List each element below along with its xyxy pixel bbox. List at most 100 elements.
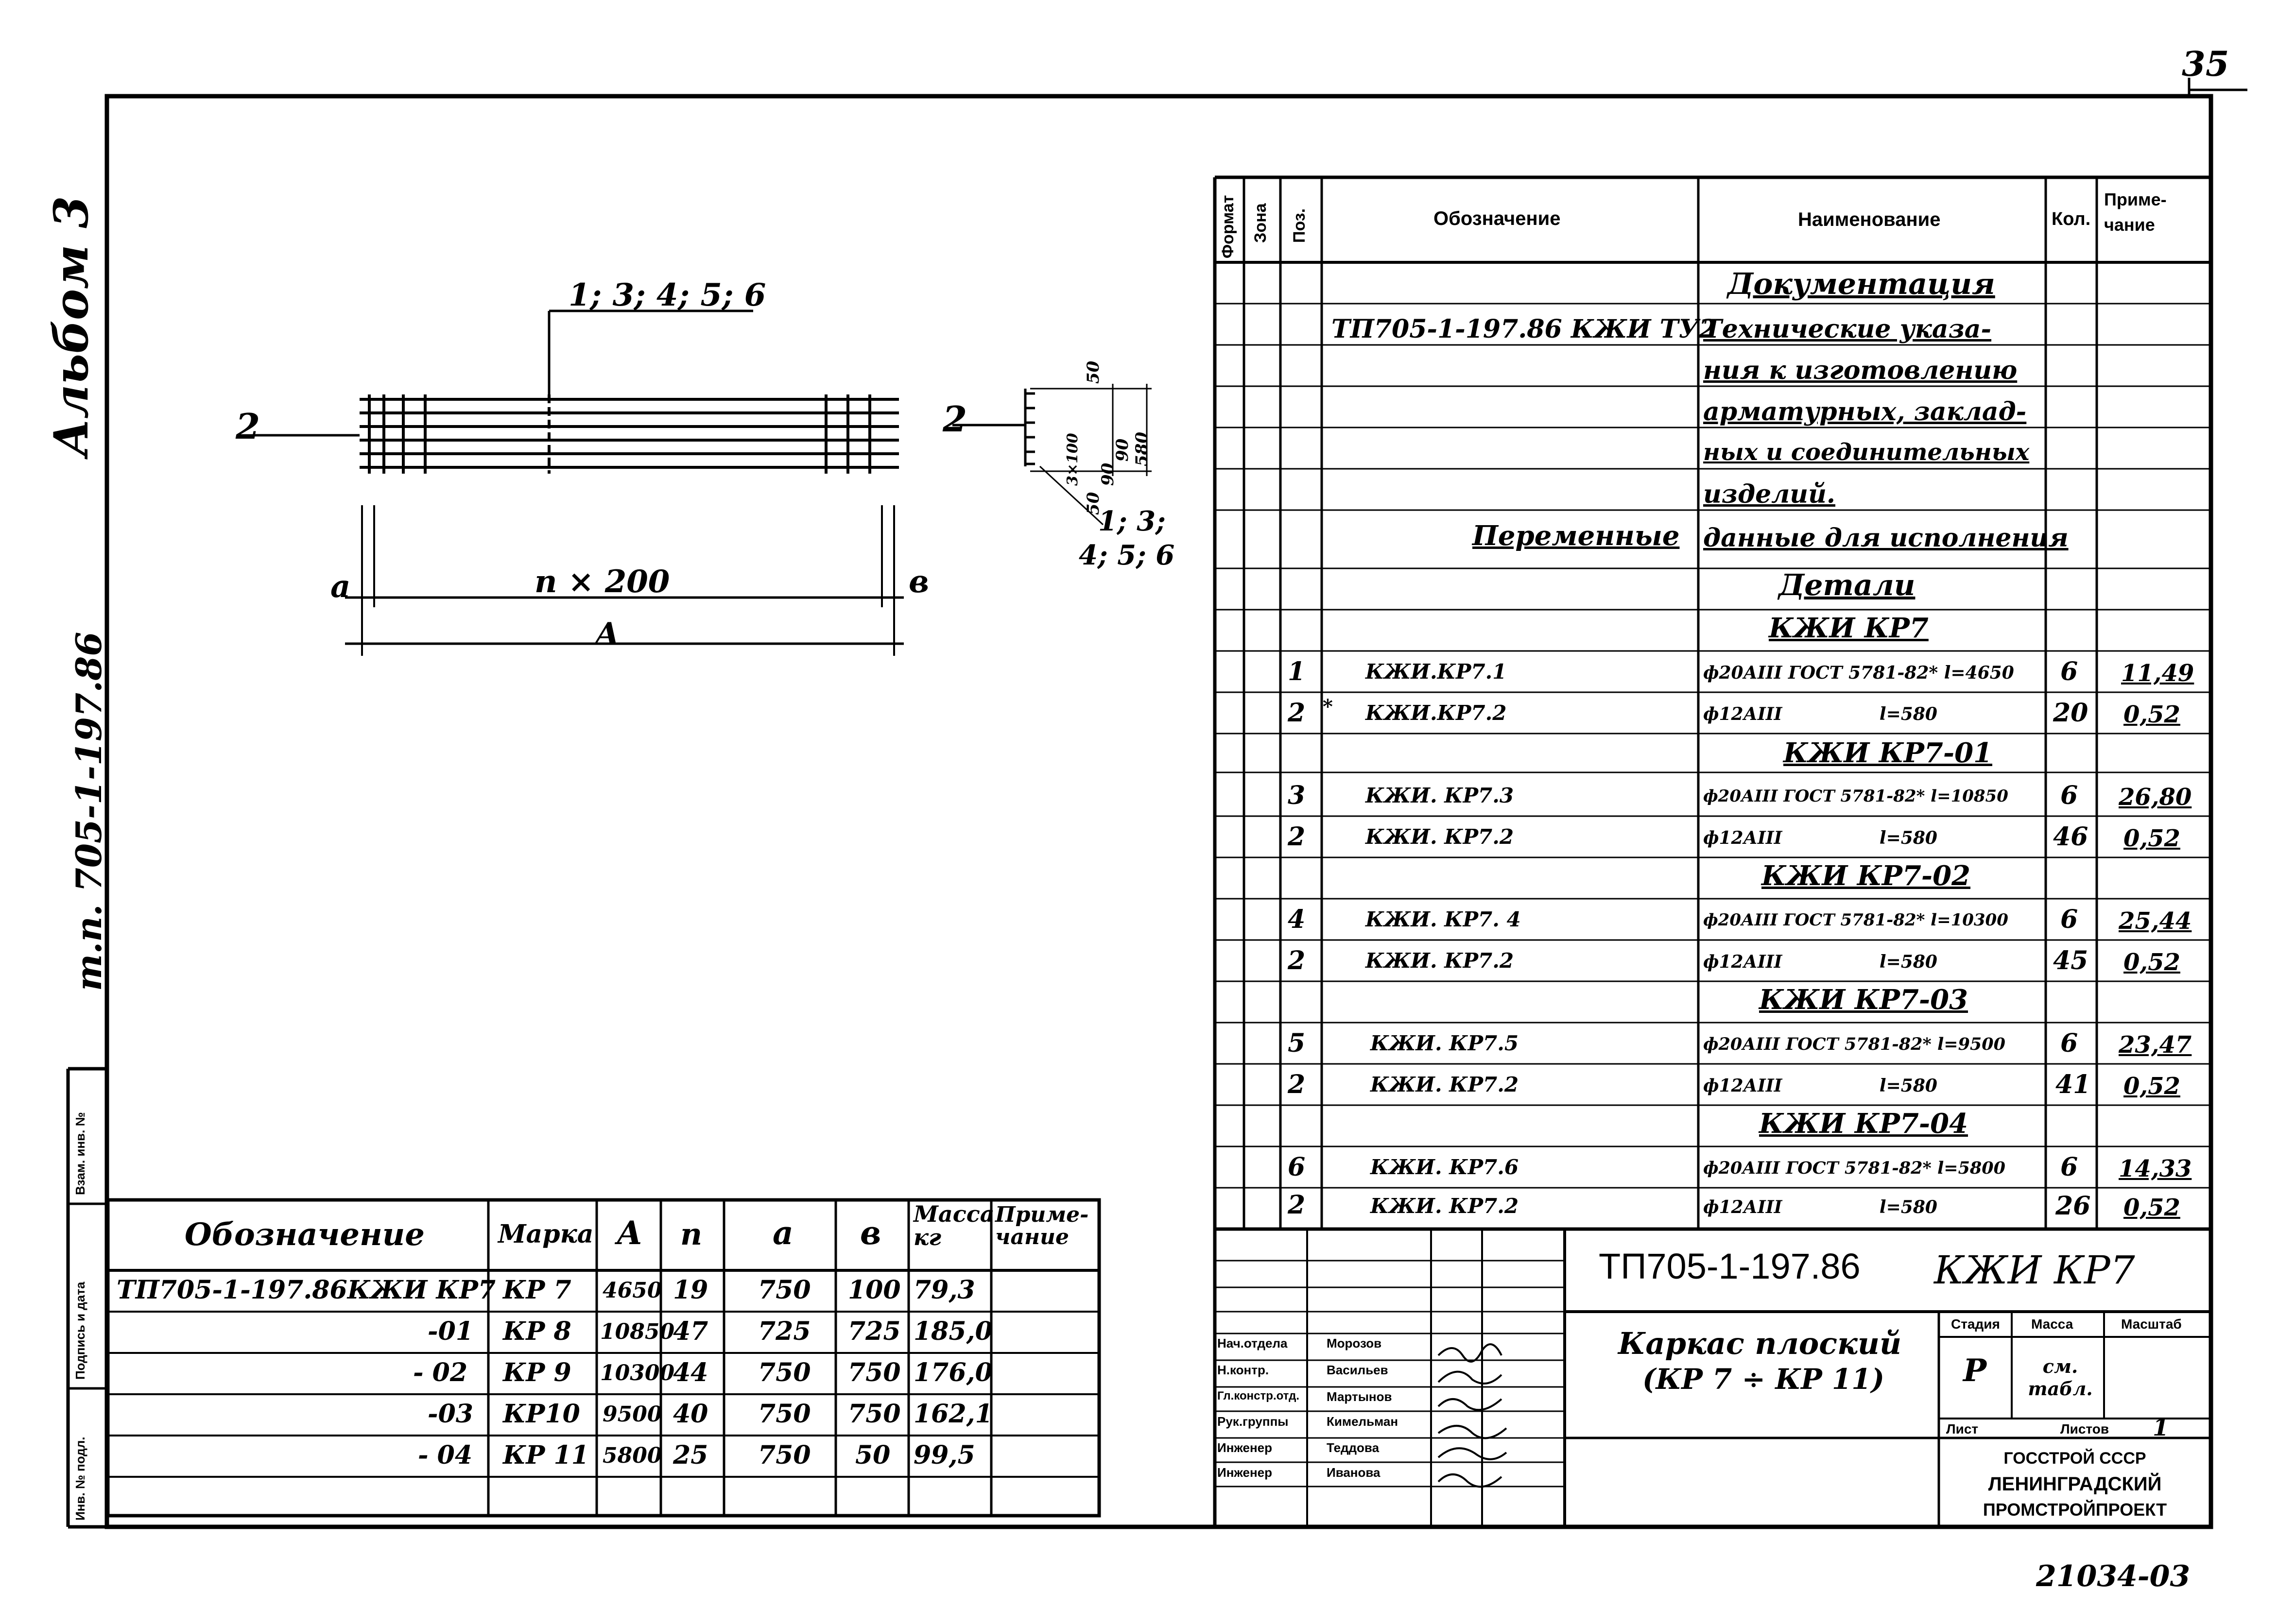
dim-a: a [330, 568, 351, 605]
section-mark-left: 2 [236, 406, 260, 447]
tb-staff-name: Мартынов [1327, 1389, 1392, 1404]
vt-row-A: 4650 [603, 1278, 662, 1303]
spec-row-name: ф20АIII ГОСТ 5781-82* l=10850 [1703, 786, 2008, 806]
vt-row-mass: 79,3 [914, 1275, 975, 1305]
spec-header-note: Приме-чание [2104, 189, 2167, 235]
spec-header-qty: Кол. [2052, 209, 2091, 229]
vt-row-a: 750 [758, 1358, 811, 1387]
tb-staff-name: Иванова [1327, 1465, 1381, 1480]
spec-doc-name-line: ных и соединительных [1703, 439, 2030, 466]
spec-row-pos: 4 [1288, 905, 1306, 934]
spec-row-designation: КЖИ. КР7.2 [1365, 825, 1514, 849]
spec-row-pos: 5 [1288, 1028, 1306, 1058]
spec-row-pos: 2 [1288, 1070, 1306, 1099]
spec-doc-name-line: Технические указа- [1703, 314, 1992, 344]
vt-header-A: A [617, 1214, 642, 1252]
spec-row-designation: КЖИ.КР7.2 [1365, 701, 1507, 725]
tb-staff-role: Нач.отдела [1217, 1336, 1288, 1350]
spec-row-designation: КЖИ. КР7.6 [1370, 1155, 1519, 1179]
spec-doc-name-line: арматурных, заклад- [1703, 397, 2027, 427]
spec-table-rows [1215, 303, 2211, 1189]
tb-staff-role: Инженер [1217, 1465, 1272, 1480]
spec-row-designation: КЖИ. КР7.2 [1365, 949, 1514, 973]
leader-positions: 1; 3; 4; 5; 6 [569, 277, 766, 313]
spec-group-title: КЖИ КР7-04 [1759, 1108, 1968, 1140]
tb-sheet-label: Лист [1946, 1421, 1979, 1436]
vt-row-b: 100 [848, 1275, 901, 1305]
vt-row-a: 750 [758, 1399, 811, 1429]
vt-row-mass: 162,1 [914, 1399, 993, 1429]
spec-row-designation: КЖИ. КР7. 4 [1365, 907, 1521, 931]
spec-row-name: ф20АIII ГОСТ 5781-82* l=5800 [1703, 1158, 2005, 1178]
spec-row-qty: 6 [2060, 657, 2078, 686]
spec-doc-name-line: изделий. [1703, 479, 1836, 509]
section-dim-50-bottom: 50 [1084, 492, 1103, 515]
tb-code: ТП705-1-197.86 [1599, 1246, 1861, 1286]
vt-row-mark: КР10 [503, 1399, 580, 1429]
vt-row-b: 725 [848, 1316, 901, 1346]
vt-header-note: Приме-чание [995, 1202, 1089, 1250]
spec-row-qty: 6 [2060, 1152, 2078, 1182]
vt-row-designation: - 02 [413, 1358, 468, 1387]
spec-doc-name-line: ния к изготовлению [1703, 356, 2018, 385]
spec-row-pos: 2 [1288, 1190, 1306, 1220]
tb-sheets-value: 1 [2153, 1414, 2169, 1441]
spec-row-qty: 45 [2053, 946, 2088, 975]
spec-section-details: Детали [1778, 568, 1916, 602]
vt-header-designation: Обозначение [185, 1216, 425, 1253]
tb-mass-value: см. табл. [2028, 1355, 2093, 1400]
stamp-replace-label: Взам. инв. № [73, 1112, 87, 1195]
tb-org-line: ЛЕНИНГРАДСКИЙ [1988, 1473, 2162, 1495]
vt-row-mass: 185,0 [914, 1316, 993, 1346]
vt-header-n: n [680, 1216, 703, 1252]
tb-stage-label: Стадия [1951, 1316, 2000, 1332]
vt-header-b: в [860, 1214, 881, 1252]
signatures [1437, 1343, 1507, 1488]
vt-row-designation: - 04 [418, 1440, 473, 1470]
spec-row-qty: 20 [2053, 698, 2088, 728]
section-dim-3x100: 3×100 [1064, 433, 1081, 486]
vt-row-b: 750 [848, 1358, 901, 1387]
spec-row-mass: 0,52 [2123, 1194, 2180, 1221]
spec-row-qty: 46 [2053, 822, 2088, 852]
spec-row-designation: КЖИ. КР7.3 [1365, 784, 1514, 807]
vt-row-A: 5800 [603, 1443, 662, 1468]
spec-row-pos: 3 [1288, 781, 1306, 810]
spec-row-mass: 0,52 [2123, 949, 2180, 976]
dim-total: A [595, 616, 620, 652]
spec-row-mass: 0,52 [2123, 825, 2180, 852]
spec-group-title: КЖИ КР7-02 [1761, 860, 1971, 892]
vt-row-a: 750 [758, 1275, 811, 1305]
tb-staff-name: Кимельман [1327, 1414, 1398, 1429]
spec-row-pos: 1 [1288, 657, 1306, 686]
vt-header-mass: Масса кг [914, 1201, 995, 1251]
spec-header-format: Формат [1219, 195, 1237, 258]
section-mark-right: 2 [943, 398, 967, 440]
spec-doc-designation: ТП705-1-197.86 КЖИ ТУ2 [1331, 314, 1717, 344]
section-positions-1: 1; 3; [1098, 505, 1166, 537]
tb-title-line1: Каркас плоский [1618, 1326, 1902, 1361]
spec-row-name: ф20АIII ГОСТ 5781-82* l=10300 [1703, 910, 2008, 930]
spec-row-qty: 6 [2060, 905, 2078, 934]
archive-number: 21034-03 [2036, 1559, 2191, 1593]
vt-row-mark: КР 11 [503, 1440, 589, 1470]
spec-row-name: ф12АIII l=580 [1703, 952, 1937, 972]
vt-row-mark: КР 8 [503, 1316, 571, 1346]
section-dim-90-a: 90 [1113, 438, 1132, 462]
section-dim-90-b: 90 [1098, 462, 1118, 486]
spec-header-designation: Обозначение [1433, 208, 1561, 229]
vt-header-a: a [773, 1214, 794, 1252]
spec-row-mass: 14,33 [2119, 1155, 2192, 1182]
tb-sheets-label: Листов [2060, 1421, 2109, 1436]
tb-staff-role: Гл.констр.отд. [1217, 1389, 1300, 1402]
spec-row-name: ф12АIII l=580 [1703, 704, 1937, 724]
section-dim-50-top: 50 [1084, 360, 1103, 384]
side-code: т.п. 705-1-197.86 [68, 632, 109, 991]
vt-row-n: 40 [673, 1399, 708, 1429]
vt-header-mark: Марка [498, 1219, 594, 1249]
vt-row-mass: 176,0 [914, 1358, 993, 1387]
vt-row-n: 19 [673, 1275, 708, 1305]
tb-title-line2: (КР 7 ÷ КР 11) [1642, 1363, 1885, 1396]
spec-row-mass: 0,52 [2123, 1073, 2180, 1100]
section-2-2 [952, 384, 1152, 526]
